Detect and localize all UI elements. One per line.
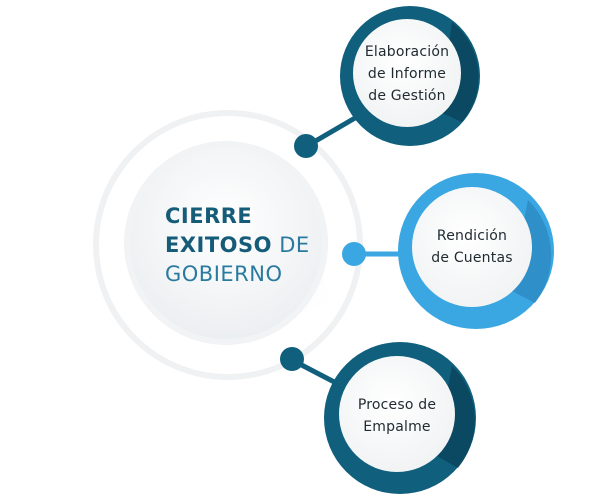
- connector-bottom-dot: [280, 347, 304, 371]
- node-elaboracion: [340, 6, 480, 146]
- node-proceso-label: Proceso de Empalme: [357, 397, 437, 435]
- node-rendicion: [398, 173, 554, 329]
- node-proceso: [324, 342, 476, 494]
- node-elaboracion-label: Elaboración de Informe de Gestión: [364, 44, 450, 104]
- center-title: CIERRE EXITOSO DE GOBIERNO: [165, 185, 315, 305]
- center-title-line2-rest: DE: [272, 232, 310, 257]
- connector-top-dot: [294, 134, 318, 158]
- connector-middle-dot: [342, 242, 366, 266]
- node-rendicion-label: Rendición de Cuentas: [431, 228, 513, 266]
- center-disk-inner: [130, 147, 322, 339]
- center-title-line1: CIERRE: [165, 203, 253, 228]
- center-title-line3: GOBIERNO: [165, 261, 283, 286]
- center-title-line2-bold: EXITOSO: [165, 232, 273, 257]
